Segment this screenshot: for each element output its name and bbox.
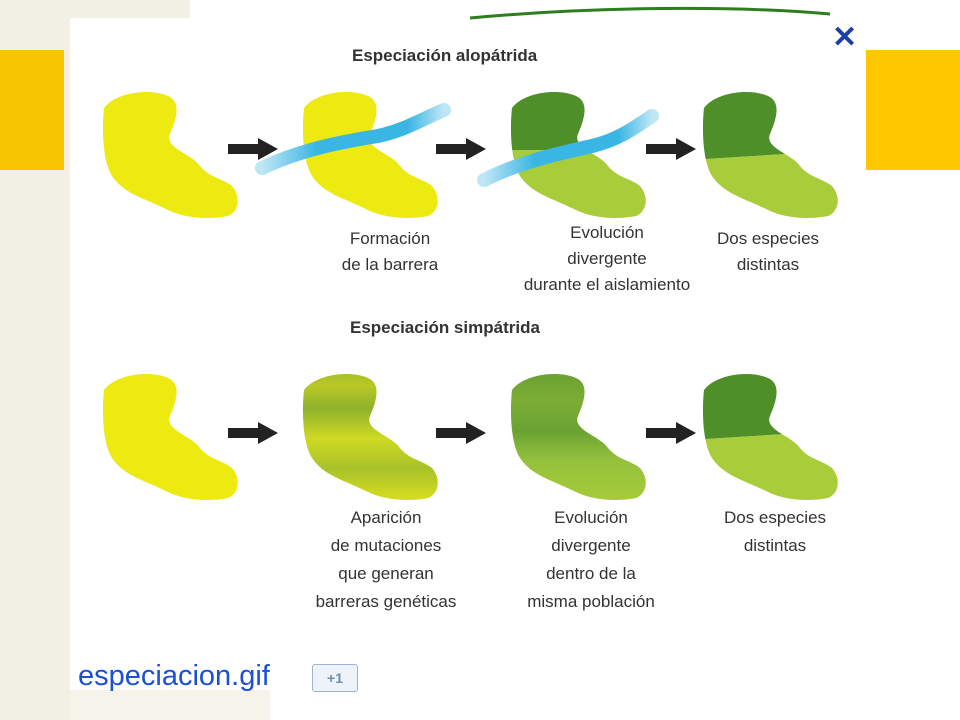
river-barrier xyxy=(255,103,451,175)
allopatric-title: Especiación alopátrida xyxy=(352,46,538,65)
arrow-icon xyxy=(646,422,696,444)
close-icon[interactable]: ✕ xyxy=(832,21,858,54)
population-blob-mutations xyxy=(302,374,438,500)
arrow-icon xyxy=(228,138,278,160)
arrow-icon xyxy=(436,138,486,160)
arrow-icon xyxy=(646,138,696,160)
caption-divergent-population: Evolución divergente dentro de la misma … xyxy=(527,508,655,611)
population-blob-original xyxy=(102,92,238,218)
population-blob-barrier xyxy=(302,92,438,218)
background-pattern-bottom xyxy=(70,690,270,720)
filename-link[interactable]: especiacion.gif xyxy=(78,660,270,692)
river-barrier xyxy=(477,109,659,187)
caption-divergent-isolation: Evolución divergente durante el aislamie… xyxy=(523,223,691,294)
population-blob-two-species xyxy=(702,374,838,500)
background-pattern-top xyxy=(70,0,190,18)
population-blob-original xyxy=(102,374,238,500)
caption-two-species-sympatric: Dos especies distintas xyxy=(723,508,827,555)
plus-one-button[interactable]: +1 xyxy=(312,664,358,692)
caption-mutations: Aparición de mutaciones que generan barr… xyxy=(315,508,457,611)
arrow-icon xyxy=(228,422,278,444)
sympatric-title: Especiación simpátrida xyxy=(350,318,540,337)
decorative-swoosh xyxy=(469,6,831,20)
population-blob-diverging xyxy=(510,374,646,500)
accent-block-right xyxy=(866,50,960,170)
caption-barrier-formation: Formación de la barrera xyxy=(341,229,439,274)
accent-block-left xyxy=(0,50,64,170)
population-blob-two-species xyxy=(702,92,838,218)
arrow-icon xyxy=(436,422,486,444)
caption-two-species-allopatric: Dos especies distintas xyxy=(716,229,820,274)
